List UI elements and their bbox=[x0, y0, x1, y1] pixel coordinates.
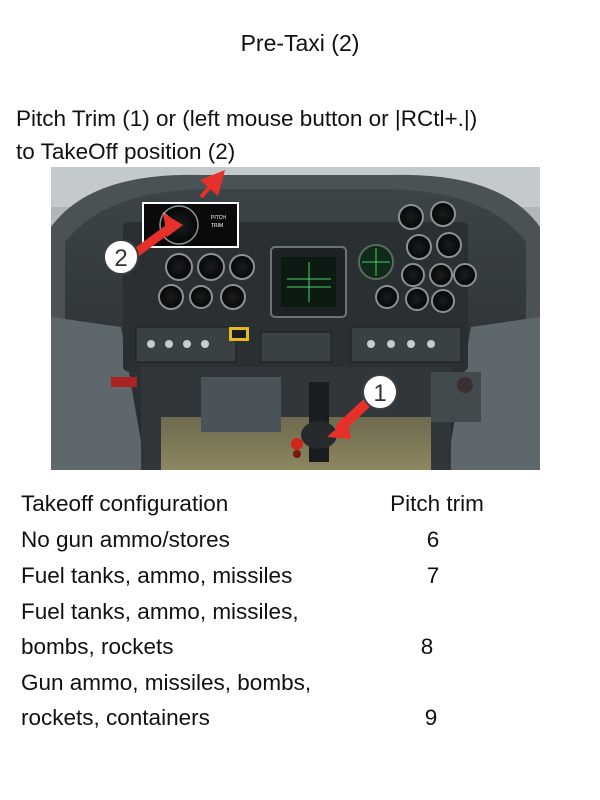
gauge-label-pitch: PITCH bbox=[211, 215, 226, 221]
gauge-label-trim: TRIM bbox=[211, 223, 223, 229]
callout-badge-1: 1 bbox=[362, 374, 398, 410]
svg-text:1: 1 bbox=[373, 380, 386, 407]
header-pitch-trim: Pitch trim bbox=[390, 491, 484, 516]
instruction-line-1: Pitch Trim (1) or (left mouse button or … bbox=[16, 106, 478, 131]
callout-arrow-1 bbox=[327, 394, 376, 439]
cockpit-image: PITCH TRIM 2 1 bbox=[51, 167, 540, 470]
svg-text:2: 2 bbox=[114, 245, 127, 272]
instruction-line-2: to TakeOff position (2) bbox=[16, 139, 236, 164]
trim-cell: 8 bbox=[420, 634, 434, 659]
trim-cell: 9 bbox=[424, 705, 438, 730]
config-cell: Fuel tanks, ammo, missiles, bbox=[21, 599, 299, 624]
trim-cell: 7 bbox=[426, 563, 440, 588]
header-configuration: Takeoff configuration bbox=[21, 491, 229, 516]
callout-arrow-2 bbox=[132, 170, 225, 257]
config-cell-line-2: bombs, rockets bbox=[21, 634, 174, 659]
callout-badge-2: 2 bbox=[103, 239, 139, 275]
instruction-text: Pitch Trim (1) or (left mouse button or … bbox=[16, 102, 591, 168]
trim-cell: 6 bbox=[426, 527, 440, 552]
config-cell: Gun ammo, missiles, bombs, bbox=[21, 670, 312, 695]
config-cell-line-2: rockets, containers bbox=[21, 705, 210, 730]
config-cell: No gun ammo/stores bbox=[21, 527, 230, 552]
config-cell: Fuel tanks, ammo, missiles bbox=[21, 563, 293, 588]
page-title: Pre-Taxi (2) bbox=[240, 30, 360, 56]
